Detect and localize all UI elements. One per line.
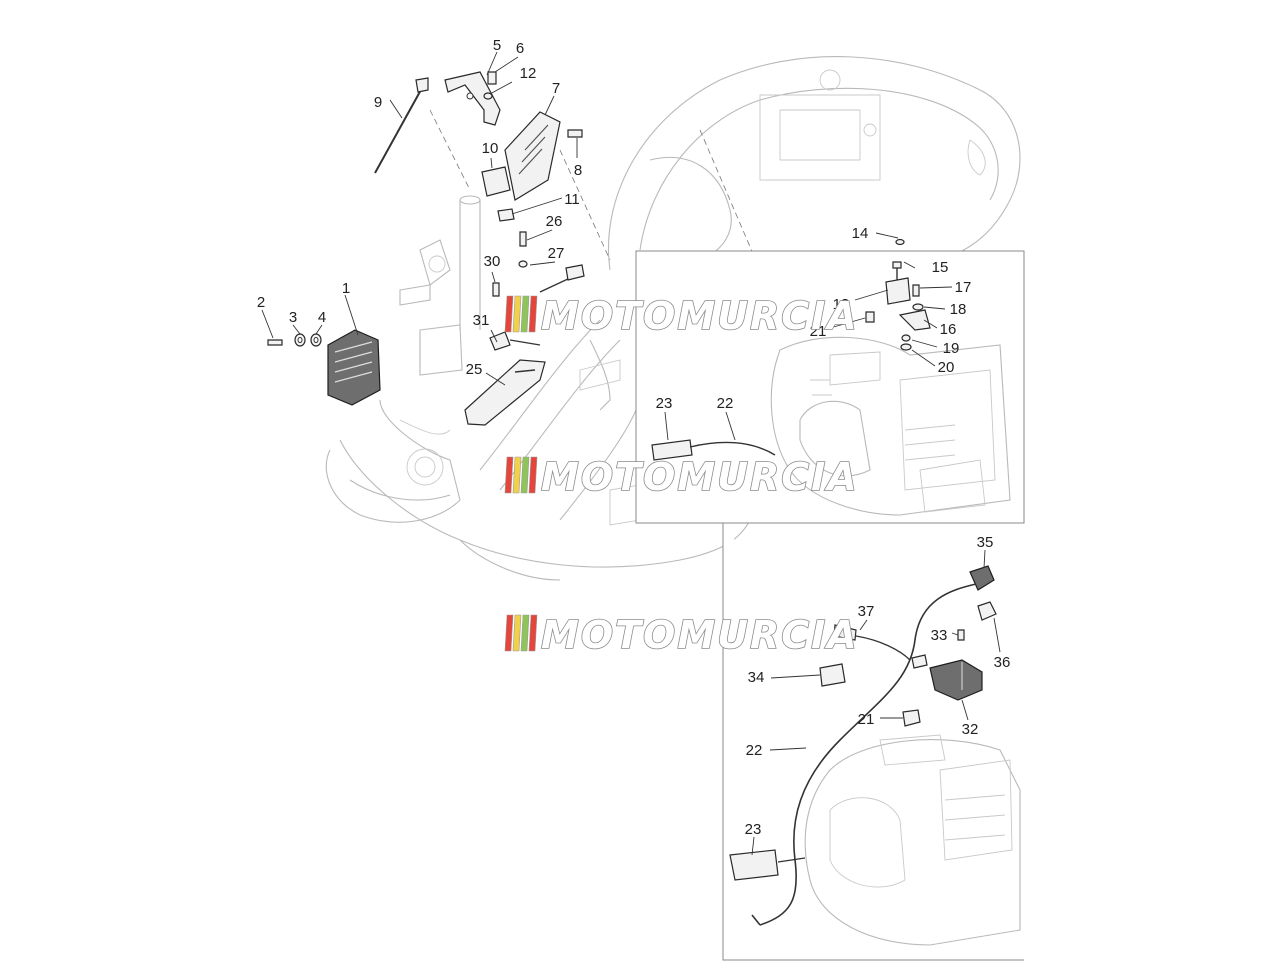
callout-8: 8: [574, 162, 582, 179]
tie-strap-9: [374, 77, 429, 174]
callout-22a: 22: [717, 395, 734, 412]
callout-6: 6: [516, 40, 524, 57]
washer-27: [518, 260, 528, 268]
watermark-text: MOTOMURCIA: [541, 294, 859, 338]
callout-10: 10: [482, 140, 499, 157]
washer-3: [294, 333, 306, 347]
callout-35: 35: [977, 534, 994, 551]
callout-31: 31: [473, 312, 490, 329]
screw-8: [567, 129, 583, 138]
washer-12: [483, 92, 493, 100]
detail-inset-upper: [635, 238, 1025, 524]
watermark-1: MOTOMURCIA: [504, 293, 859, 339]
detail-inset-lower: [722, 523, 1024, 961]
callout-3: 3: [289, 309, 297, 326]
callout-19: 19: [943, 340, 960, 357]
callout-21b: 21: [858, 711, 875, 728]
callout-9: 9: [374, 94, 382, 111]
callout-30: 30: [484, 253, 501, 270]
watermark-stripes: [504, 614, 538, 652]
watermark-text: MOTOMURCIA: [541, 455, 859, 499]
washer-4: [310, 333, 322, 347]
voltage-regulator: [327, 329, 381, 406]
callout-16: 16: [940, 321, 957, 338]
control-unit-7: [504, 111, 561, 201]
callout-5: 5: [493, 37, 501, 54]
callout-25: 25: [466, 361, 483, 378]
callout-17: 17: [955, 279, 972, 296]
bracket-5: [444, 71, 501, 126]
callout-21a: 21: [810, 323, 827, 340]
callout-1: 1: [342, 280, 350, 297]
screw-30: [492, 282, 500, 297]
screw-26: [519, 231, 527, 247]
watermark-3: MOTOMURCIA: [504, 612, 859, 658]
callout-7: 7: [552, 80, 560, 97]
sensor-31: [489, 331, 541, 351]
callout-32: 32: [962, 721, 979, 738]
watermark-stripes: [504, 295, 538, 333]
callout-37: 37: [858, 603, 875, 620]
callout-23a: 23: [656, 395, 673, 412]
callout-23b: 23: [745, 821, 762, 838]
callout-4: 4: [318, 309, 326, 326]
leader-lines: [261, 51, 1001, 856]
callout-13: 13: [833, 296, 850, 313]
watermark-stripes: [504, 456, 538, 494]
watermark-2: MOTOMURCIA: [504, 454, 859, 500]
fuse-11: [497, 208, 515, 222]
cover-25: [464, 359, 546, 426]
callout-20: 20: [938, 359, 955, 376]
callout-14: 14: [852, 225, 869, 242]
callout-33: 33: [931, 627, 948, 644]
callout-18: 18: [950, 301, 967, 318]
connector-27: [539, 264, 585, 293]
callout-34: 34: [748, 669, 765, 686]
callout-12: 12: [520, 65, 537, 82]
relay-10: [481, 166, 511, 197]
callout-2: 2: [257, 294, 265, 311]
screw-6: [487, 71, 497, 85]
callout-22b: 22: [746, 742, 763, 759]
watermark-text: MOTOMURCIA: [541, 613, 859, 657]
callout-27: 27: [548, 245, 565, 262]
callout-11: 11: [564, 191, 580, 208]
frame-tube: [429, 109, 761, 330]
callout-numbers: 1 2 3 4 5 6 7 8 9 10 11 12 13 14 15 16 1…: [257, 37, 1011, 838]
regulator-bolt: [267, 339, 283, 346]
callout-26: 26: [546, 213, 563, 230]
callout-15: 15: [932, 259, 949, 276]
callout-36: 36: [994, 654, 1011, 671]
